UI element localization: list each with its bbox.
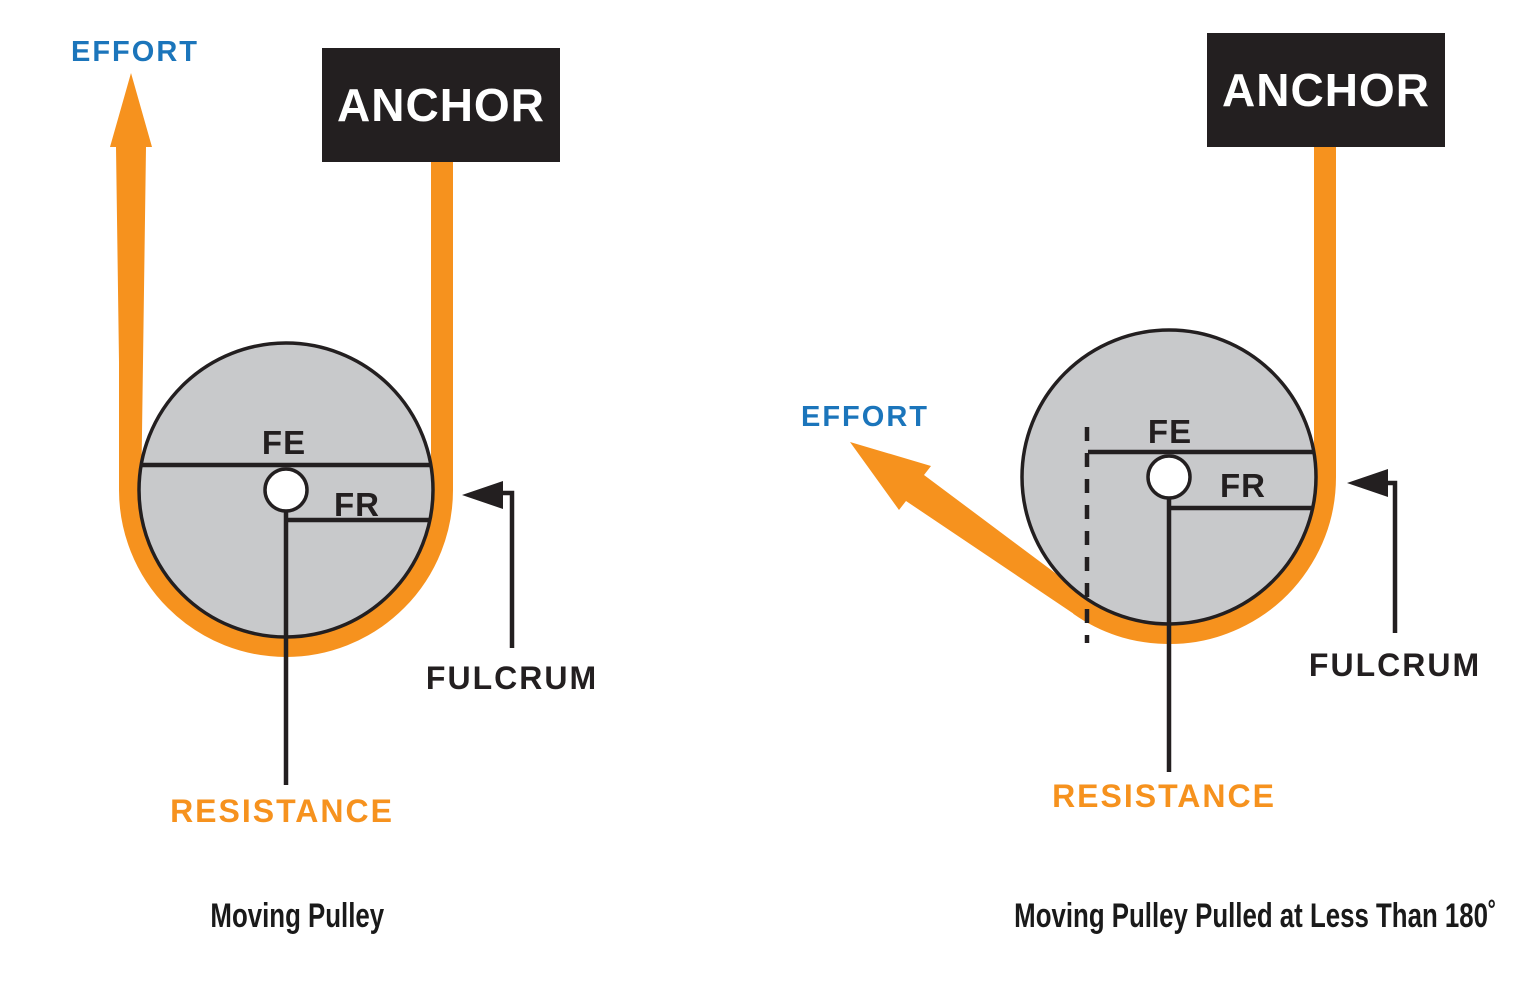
fulcrum-arrowhead-right xyxy=(1347,469,1388,497)
fr-label-left: FR xyxy=(334,486,380,523)
fe-label-right: FE xyxy=(1147,413,1193,450)
anchor-box-right: ANCHOR xyxy=(1207,33,1445,147)
caption-left: Moving Pulley xyxy=(97,899,497,933)
fe-label-left: FE xyxy=(261,424,307,461)
fulcrum-pointer-line-left xyxy=(503,490,515,648)
fulcrum-arrowhead-left xyxy=(462,481,503,509)
anchor-box-left: ANCHOR xyxy=(322,48,560,162)
anchor-label-left: ANCHOR xyxy=(337,79,545,131)
effort-label-left: EFFORT xyxy=(71,36,199,68)
effort-arrow-right xyxy=(850,442,1086,614)
caption-right: Moving Pulley Pulled at Less Than 180˚ xyxy=(938,899,1496,933)
right-pulley-figure xyxy=(850,140,1398,772)
resistance-label-right: RESISTANCE xyxy=(1052,778,1276,814)
left-pulley-figure xyxy=(110,73,515,785)
axle-right xyxy=(1146,454,1192,500)
anchor-label-right: ANCHOR xyxy=(1222,64,1430,116)
fr-label-right: FR xyxy=(1220,467,1266,504)
fulcrum-label-right: FULCRUM xyxy=(1308,647,1482,683)
axle-left xyxy=(263,467,309,513)
effort-label-right: EFFORT xyxy=(801,401,929,433)
caption-right-text: Moving Pulley Pulled at Less Than 180˚ xyxy=(1014,897,1497,935)
caption-left-text: Moving Pulley xyxy=(210,897,384,935)
fulcrum-label-left: FULCRUM xyxy=(425,660,599,696)
fulcrum-pointer-line-right xyxy=(1388,480,1398,633)
resistance-label-left: RESISTANCE xyxy=(170,793,394,829)
effort-arrow-left xyxy=(110,73,152,505)
rope-right xyxy=(1073,140,1336,645)
